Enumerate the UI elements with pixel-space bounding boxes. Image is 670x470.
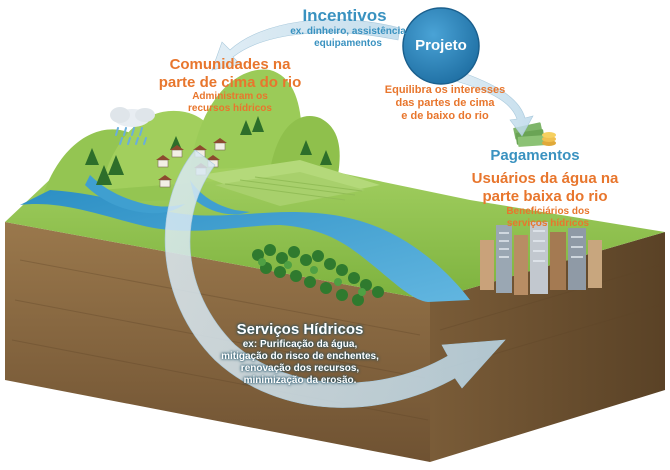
servicos-title: Serviços Hídricos xyxy=(236,321,364,338)
city-buildings xyxy=(480,222,602,295)
incentivos-title: Incentivos xyxy=(302,6,387,25)
incentivos-examples: ex. dinheiro, assistência equipamentos xyxy=(290,26,406,49)
usuarios-subtitle: Beneficiários dos serviços hídricos xyxy=(506,206,590,229)
projeto-circle xyxy=(402,7,480,85)
riparian-forest xyxy=(252,244,384,306)
hill-trees xyxy=(85,116,332,185)
comunidades-title: Comunidades na parte de cima do rio xyxy=(158,56,302,91)
usuarios-title: Usuários da água na parte baixa do rio xyxy=(471,170,619,205)
equilibra-text: Equilibra os interesses das partes de ci… xyxy=(384,84,506,122)
rain-cloud-icon xyxy=(110,107,155,145)
comunidades-subtitle: Administram os recursos hídricos xyxy=(188,91,272,114)
servicos-examples: ex: Purificação da água, mitigação do ri… xyxy=(221,339,379,386)
servicos-hidricos-arrow xyxy=(164,149,506,408)
fields xyxy=(200,160,380,206)
pagamentos-label: Pagamentos xyxy=(490,147,580,164)
incentivos-arrow xyxy=(211,19,401,71)
projeto-label: Projeto xyxy=(415,37,467,54)
